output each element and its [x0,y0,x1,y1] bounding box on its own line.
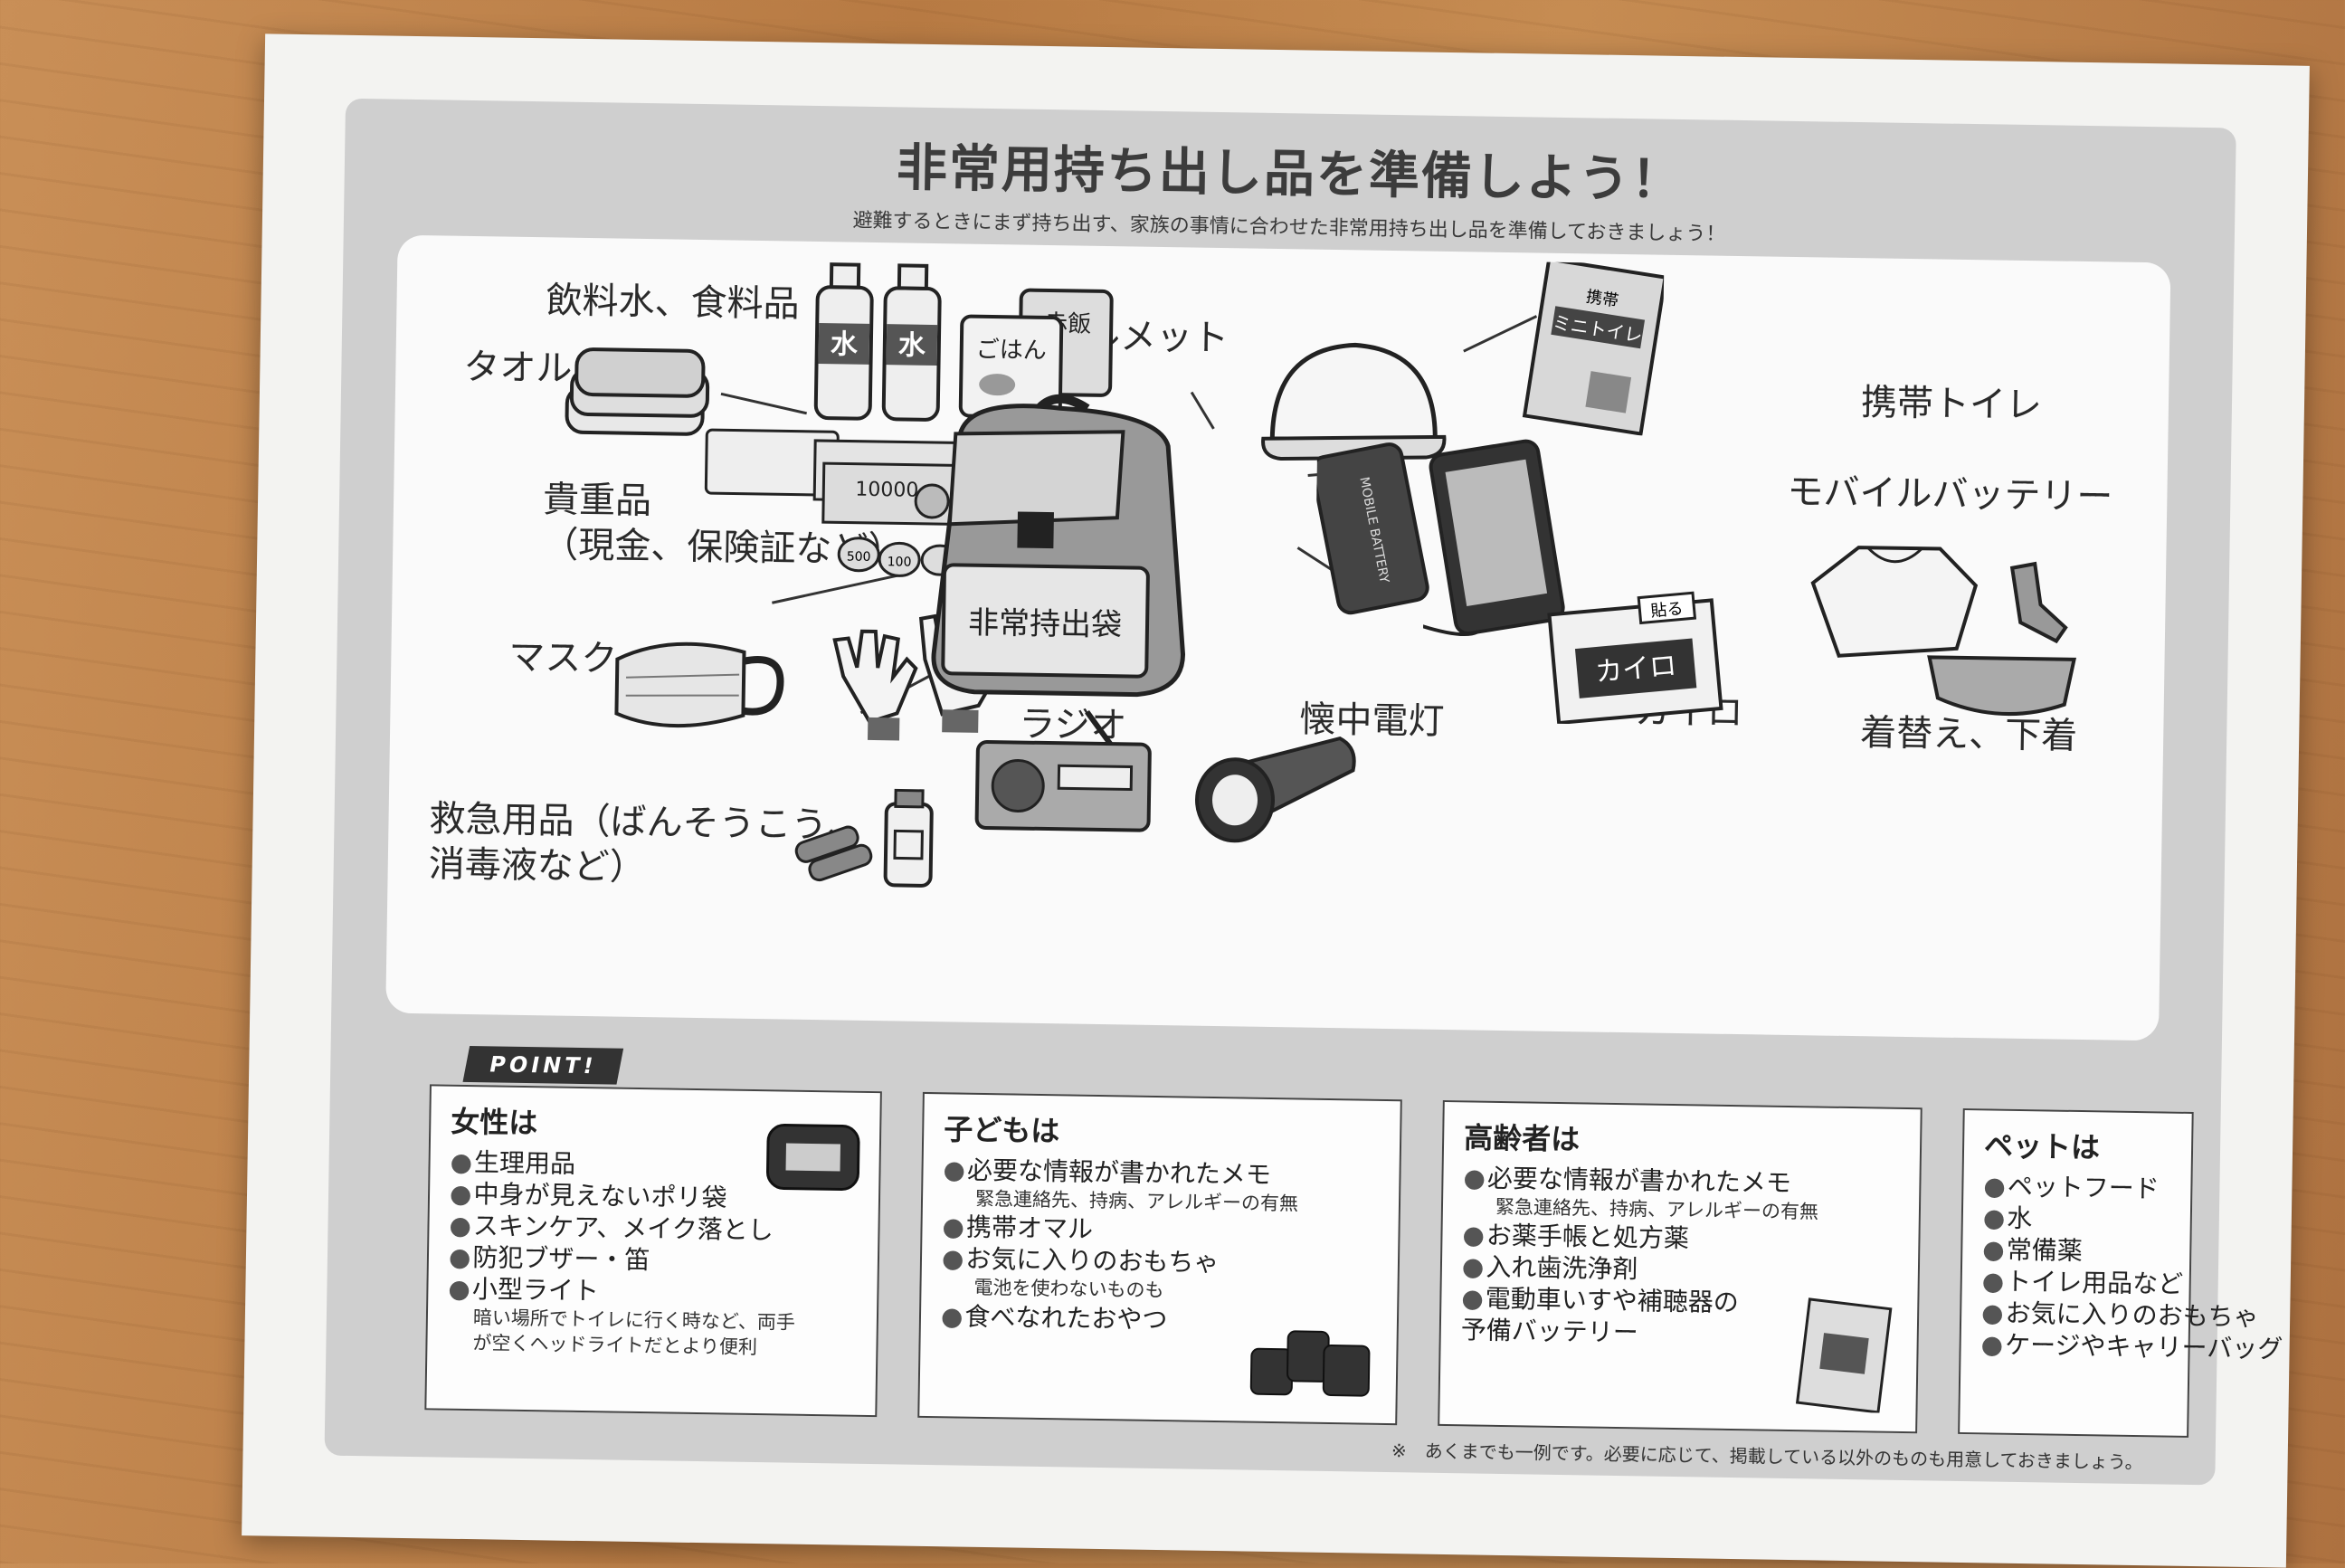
coin-500-text: 500 [847,550,871,565]
card-women: 女性は 生理用品 中身が見えないポリ袋 スキンケア、メイク落とし 防犯ブザー・笛… [424,1084,882,1418]
bag-label-text: 非常持出袋 [968,605,1123,644]
card-pets-heading: ペットは [1983,1128,2101,1165]
flyer-paper: 非常用持ち出し品を準備しよう！ 避難するときにまず持ち出す、家族の事情に合わせた… [242,33,2310,1568]
cash-card-icon: 10000 500 100 [704,428,990,577]
list-item: 常備薬 [1982,1233,2170,1268]
banknote-text: 10000 [855,479,918,502]
list-item: トイレ用品など [1981,1265,2184,1299]
radio-icon [974,709,1152,832]
card-children: 子どもは 必要な情報が書かれたメモ 緊急連絡先、持病、アレルギーの有無 携帯オマ… [917,1091,1402,1426]
portable-toilet-pack-icon: 携帯 ミニトイレ [1522,261,1665,436]
water-bottle-text: 水 [831,328,859,360]
emergency-backpack-icon: 非常持出袋 [931,394,1186,698]
towel-icon [565,347,710,436]
water-bottles-icon: 水 水 [813,262,942,422]
flashlight-icon [1195,736,1356,843]
mask-icon [614,641,784,728]
water-bottle-text-2: 水 [898,329,927,361]
list-item: ペットフード [1983,1170,2171,1204]
flyer-frame: 非常用持ち出し品を準備しよう！ 避難するときにまず持ち出す、家族の事情に合わせた… [324,98,2283,1486]
list-item: お気に入りのおもちゃ [1981,1297,2258,1332]
list-item-note: 暗い場所でトイレに行く時など、両手 が空くヘッドライトだとより便利 [472,1307,796,1359]
medicine-notebook-icon [1795,1297,1893,1413]
mobile-battery-icon: MOBILE BATTERY [1315,442,1429,615]
snacks-icon [1249,1330,1371,1397]
food-packs-icon: 赤飯 ごはん [958,288,1114,420]
card-pets: ペットは ペットフード 水 常備薬 トイレ用品など お気に入りのおもちゃ ケージ… [1958,1107,2283,1438]
label-portable-toilet: 携帯トイレ [1860,382,2043,427]
point-badge: POINT! [462,1046,624,1085]
card-elderly: 高齢者は 必要な情報が書かれたメモ 緊急連絡先、持病、アレルギーの有無 お薬手帳… [1438,1099,1923,1434]
card-elderly-heading: 高齢者は [1463,1120,1581,1157]
card-children-heading: 子どもは [943,1112,1060,1149]
items-illustration-panel: 飲料水、食料品 タオル 貴重品 （現金、保険証など） マスク 救急用品（ばんそう… [385,234,2171,1041]
label-water-food: 飲料水、食料品 [546,280,800,326]
kairo-title-text: カイロ [1594,650,1678,689]
kairo-icon: 貼る カイロ [1547,591,1723,726]
smartphone-icon [1422,439,1565,637]
first-aid-icon [794,788,934,888]
pouch-icon [765,1124,860,1192]
label-towel: タオル [463,346,573,390]
list-item: 水 [1983,1202,2171,1236]
kairo-tag-text: 貼る [1650,599,1685,621]
rice-pack-text: ごはん [976,337,1047,365]
list-item: ケージやキャリーバッグ [1980,1328,2283,1364]
label-mobile-battery: モバイルバッテリー [1787,470,2113,518]
clothes-underwear-icon [1810,546,2077,717]
coin-100-text: 100 [888,555,912,569]
label-mask: マスク [508,636,618,680]
